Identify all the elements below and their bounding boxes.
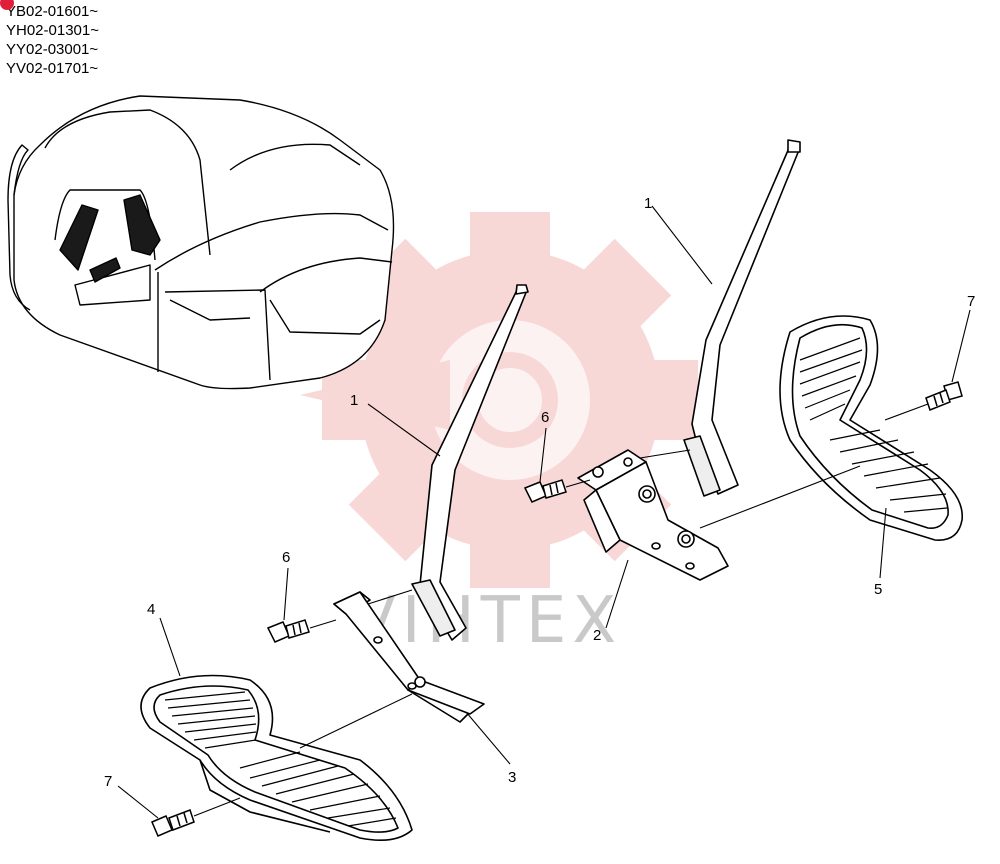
callout-5: 5 [874, 581, 882, 598]
bolt-7-left [151, 809, 195, 837]
serial-number-list: YB02-01601~ YH02-01301~ YY02-03001~ YV02… [0, 0, 99, 78]
serial-number: YH02-01301~ [6, 22, 99, 39]
callout-6-left: 6 [282, 549, 290, 566]
callout-7-left: 7 [104, 773, 112, 790]
callout-2: 2 [593, 627, 601, 644]
leader-lines [117, 205, 971, 819]
handle-rod-right [683, 139, 801, 497]
handle-rod-left [411, 284, 529, 641]
callout-7-right: 7 [967, 293, 975, 310]
bracket-right [577, 449, 729, 581]
callout-1-left: 1 [350, 392, 358, 409]
corner-marker [0, 0, 14, 10]
bolt-6-left [266, 619, 310, 643]
assembly-lines [193, 403, 929, 817]
operator-seat-assembly [7, 95, 395, 390]
serial-number: YV02-01701~ [6, 60, 99, 77]
bolt-6-right [523, 479, 567, 503]
bolt-7-right [925, 381, 963, 411]
callout-1-right: 1 [644, 195, 652, 212]
bracket-left [333, 591, 485, 723]
footrest-pad-left [140, 674, 413, 841]
callout-6-right: 6 [541, 409, 549, 426]
serial-number: YB02-01601~ [6, 3, 99, 20]
callout-3: 3 [508, 769, 516, 786]
footrest-pad-right [779, 315, 963, 541]
serial-number: YY02-03001~ [6, 41, 99, 58]
callout-4: 4 [147, 601, 155, 618]
